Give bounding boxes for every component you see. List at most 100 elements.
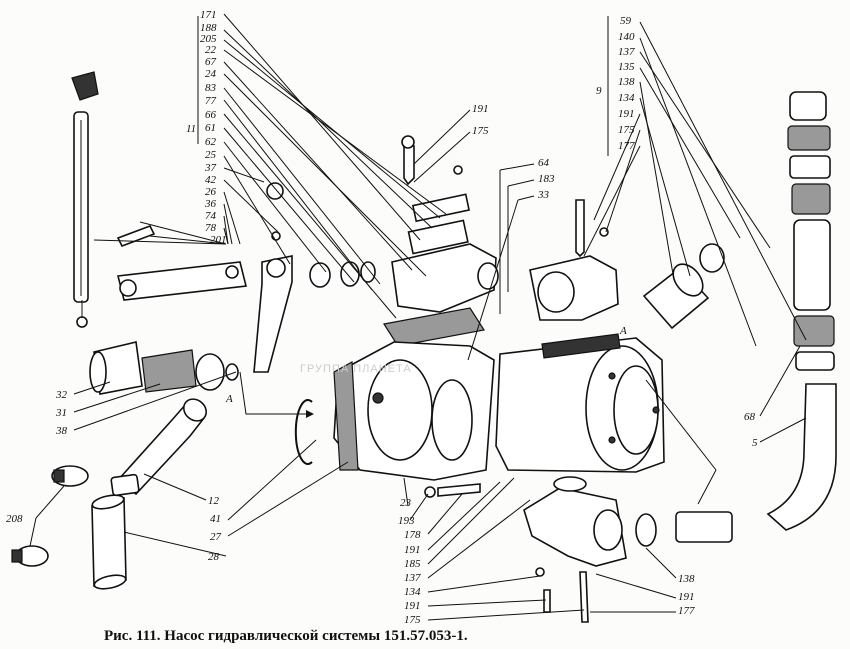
coupling [110,473,140,497]
callout-25: 25 [205,149,217,161]
callout-27: 27 [210,531,222,543]
callout-208: 208 [6,513,23,525]
callout-191: 191 [618,108,635,120]
outlet-housing [523,487,627,567]
inlet-fitting [529,255,619,321]
callout-26: 26 [205,186,217,198]
strainer [642,263,710,330]
nut-part [266,182,284,200]
rocker-link [253,255,293,373]
washer-part [453,165,463,175]
callout-77: 77 [205,95,217,107]
callout-32: 32 [55,389,68,401]
callout-12: 12 [208,495,220,507]
callout-33: 33 [537,189,550,201]
group-11: 11 [186,123,196,135]
pump-housing [495,333,665,473]
callout-28: 28 [208,551,220,563]
callout-22: 22 [205,44,217,56]
seal-ring [309,262,331,288]
figure-caption: Рис. 111. Насос гидравлической системы 1… [104,628,468,644]
valve-block [391,193,499,313]
callout-185: 185 [404,558,421,570]
callout-188: 188 [200,22,217,34]
callout-177: 177 [678,605,695,617]
callout-183: 183 [538,173,555,185]
leader-lines [29,13,807,621]
callout-61: 61 [205,122,216,134]
seal-ring [635,513,657,547]
callout-175: 175 [472,125,489,137]
callout-137: 137 [404,572,421,584]
callout-83: 83 [205,82,217,94]
bolt-part [543,589,551,613]
long-bolt [575,199,585,258]
hose-assembly [787,91,835,371]
svg-text:A: A [619,325,627,337]
elbow-pipe [766,383,837,531]
arrow-marker-a: A [225,371,314,418]
callout-175: 175 [618,124,635,136]
callout-177: 177 [618,140,635,152]
callout-205: 205 [200,33,217,45]
callout-64: 64 [538,157,550,169]
watermark-text: ГРУППА ПЛАНЕТА [300,363,412,375]
callout-68: 68 [744,411,756,423]
snap-ring [294,399,313,465]
callout-labels: 171 188 205 22 67 24 83 77 66 61 62 25 3… [6,9,758,626]
control-rod-assembly [71,71,99,328]
callout-36: 36 [204,198,217,210]
gear-shaft [89,341,225,395]
washer-part [599,227,609,237]
callout-138: 138 [678,573,695,585]
sleeve [91,496,127,587]
seal-ring [340,261,360,287]
callout-138: 138 [618,76,635,88]
callout-191: 191 [678,591,695,603]
callout-67: 67 [205,56,217,68]
callout-59: 59 [620,15,632,27]
group-9: 9 [596,85,602,97]
svg-text:A: A [225,393,233,405]
o-ring [553,476,587,492]
callout-41: 41 [210,513,221,525]
callout-191: 191 [404,600,421,612]
seal-ring [360,261,376,283]
callout-5: 5 [752,437,758,449]
callout-137: 137 [618,46,635,58]
callout-38: 38 [55,425,68,437]
callout-135: 135 [618,61,635,73]
lever-arm [117,261,247,301]
callout-201: 201 [210,234,227,246]
o-ring [699,243,725,273]
seal-ring [225,363,239,381]
pump-body-front [333,341,495,481]
callout-66: 66 [205,109,217,121]
callout-42: 42 [205,174,217,186]
callout-62: 62 [205,136,217,148]
union-nut [675,511,733,543]
callout-24: 24 [205,68,217,80]
bolt-part [403,145,415,186]
gasket [383,307,485,347]
callout-193: 193 [398,515,415,527]
callout-31: 31 [55,407,67,419]
callout-140: 140 [618,31,635,43]
callout-171: 171 [200,9,217,21]
arrow-marker-a: A [619,325,627,337]
bolt-head [401,135,415,149]
pin-part [116,224,156,248]
callout-175: 175 [404,614,421,626]
callout-74: 74 [205,210,217,222]
long-bolt [579,571,589,623]
callout-37: 37 [204,162,217,174]
washer-part [535,567,545,577]
callout-23: 23 [400,497,412,509]
callout-191: 191 [404,544,421,556]
callout-191: 191 [472,103,489,115]
callout-78: 78 [205,222,217,234]
callout-134: 134 [404,586,421,598]
callout-178: 178 [404,529,421,541]
